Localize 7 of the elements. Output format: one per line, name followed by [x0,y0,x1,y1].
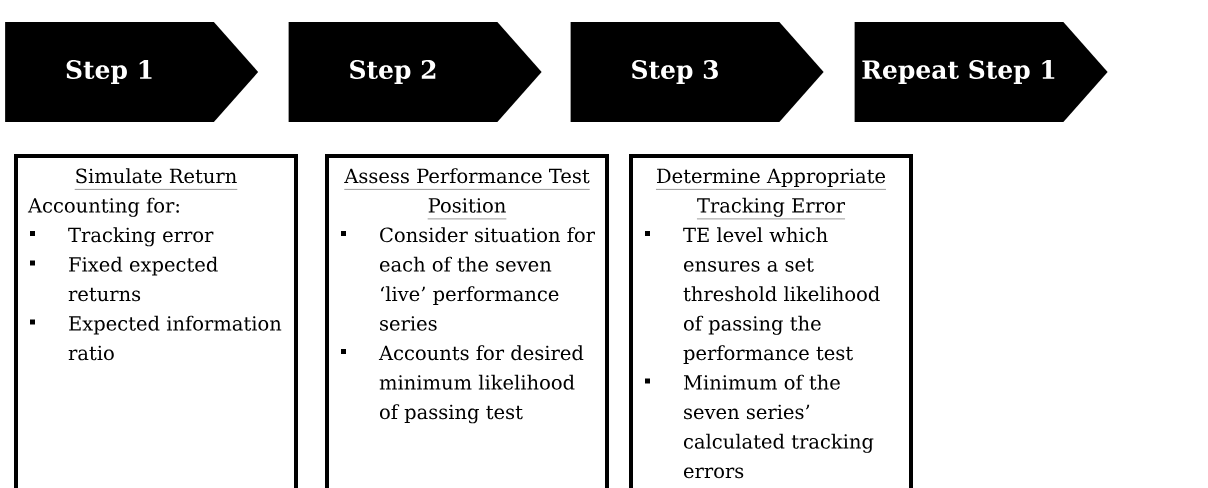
text-box: Assess Performance Test Position Consider situation for each of the seven ‘live’ performance series Accounts for desired minimum likelihood of passing test [325,154,609,488]
step-banner: Step 2 [288,22,542,122]
text-box: Determine Appropriate Tracking Error TE level which ensures a set threshold likelihood of passing the performance test Minimum of the seven series’ calculated tracking errors [629,154,913,488]
step-banner: Repeat Step 1 [854,22,1108,122]
step-banner: Step 3 [570,22,824,122]
step-banner: Step 1 [5,22,259,122]
text-box: Simulate Return Accounting for: Tracking error Fixed expected returns Expected information ratio [14,154,298,488]
